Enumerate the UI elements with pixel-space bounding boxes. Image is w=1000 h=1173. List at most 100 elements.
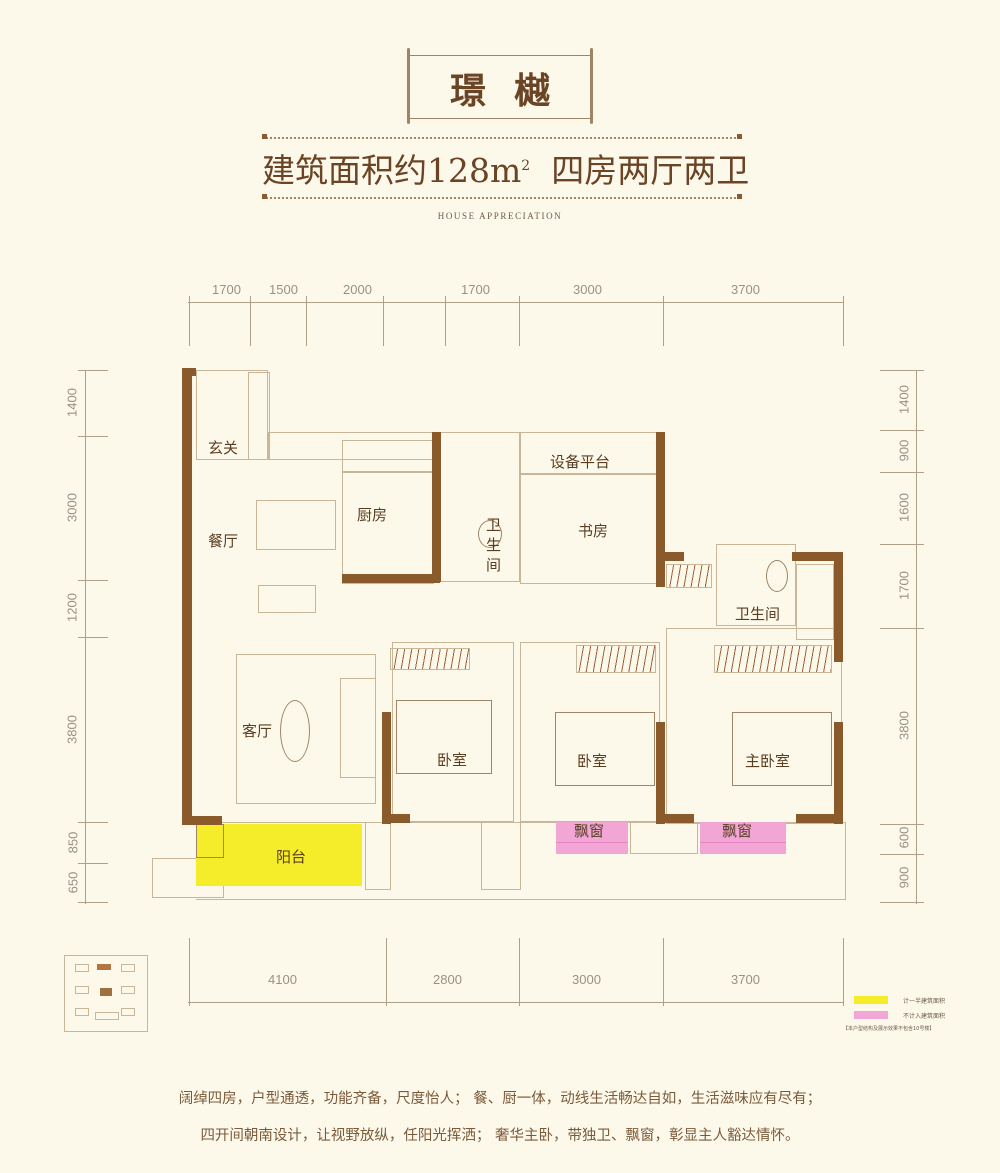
dim-tick-line <box>519 938 520 1006</box>
dim-top-6: 3700 <box>731 282 760 297</box>
divider-bottom-left-dot <box>262 194 267 199</box>
wall-bath2-north <box>792 552 842 561</box>
area-unit-sup: 2 <box>521 158 531 174</box>
right-dimension-line <box>916 370 917 904</box>
dim-tick-line <box>880 544 924 545</box>
dim-left-1: 1400 <box>64 388 80 417</box>
ac-unit-3 <box>630 822 698 854</box>
dim-top-4: 1700 <box>461 282 490 297</box>
room-label-bay-window-2: 飘窗 <box>722 822 753 840</box>
bathtub <box>796 564 834 640</box>
legend-swatch-excluded <box>854 1011 888 1019</box>
wall-bedroom2-east <box>656 722 665 824</box>
wall-kitchen-east <box>432 432 441 582</box>
wall-bath2-east <box>834 552 843 662</box>
south-balcony-strip <box>196 822 846 900</box>
dim-tick-line <box>189 938 190 1006</box>
dim-top-3: 2000 <box>343 282 372 297</box>
bay-window-2-area <box>700 822 786 854</box>
key-plan-unit <box>121 986 135 994</box>
dim-tick-line <box>78 436 108 437</box>
wall-bedroom1-west <box>382 712 391 824</box>
divider-top-left-dot <box>262 134 267 139</box>
room-label-bedroom1: 卧室 <box>437 751 468 769</box>
dim-tick-line <box>189 296 190 346</box>
dim-top-5: 3000 <box>573 282 602 297</box>
dim-tick-line <box>843 938 844 1006</box>
wall-bedroom1-south <box>382 814 410 823</box>
sofa <box>340 678 376 778</box>
dim-tick-line <box>843 296 844 346</box>
wall-master-east <box>834 722 843 824</box>
dim-right-5: 3800 <box>896 711 912 740</box>
wall-west <box>182 368 192 823</box>
dim-bottom-3: 3000 <box>572 972 601 987</box>
dim-tick-line <box>880 472 924 473</box>
dim-left-4: 3800 <box>64 715 80 744</box>
wall-west-cap <box>182 368 196 376</box>
room-label-bedroom2: 卧室 <box>577 752 608 770</box>
dim-bottom-1: 4100 <box>268 972 297 987</box>
key-plan-unit <box>97 964 111 970</box>
room-label-kitchen: 厨房 <box>357 506 388 524</box>
divider-top-right-dot <box>737 134 742 139</box>
dim-tick-line <box>880 824 924 825</box>
room-label-bay-window-1: 飘窗 <box>574 822 605 840</box>
dim-tick-line <box>880 902 924 903</box>
dim-right-2: 900 <box>896 439 912 462</box>
key-plan-unit <box>121 1008 135 1016</box>
tagline: HOUSE APPRECIATION <box>437 211 563 221</box>
wardrobe-hall <box>666 564 712 588</box>
wall-hall-north <box>656 552 684 561</box>
room-label-entrance: 玄关 <box>208 439 239 457</box>
kitchen-outline <box>342 472 434 584</box>
dim-bottom-2: 2800 <box>433 972 462 987</box>
wall-kitchen-south <box>342 574 440 583</box>
room-label-bathroom2: 卫生间 <box>735 605 781 623</box>
dim-tick-line <box>78 580 108 581</box>
wardrobe-bedroom1 <box>390 648 470 670</box>
bedroom1-outline <box>392 642 514 822</box>
dining-table <box>258 585 316 613</box>
top-dimension-line <box>188 302 844 303</box>
dim-right-1: 1400 <box>896 385 912 414</box>
dim-tick-line <box>880 628 924 629</box>
dim-right-4: 1700 <box>896 571 912 600</box>
bed1 <box>396 700 492 774</box>
dim-tick-line <box>78 902 108 903</box>
dim-tick-line <box>78 637 108 638</box>
project-title: 璟樾 <box>449 70 578 112</box>
dim-tick-line <box>880 430 924 431</box>
dining-table-set <box>256 500 336 550</box>
entrance-closet <box>248 372 270 460</box>
dim-left-6: 650 <box>65 871 81 894</box>
dim-tick-line <box>880 370 924 371</box>
dim-tick-line <box>519 296 520 346</box>
dim-tick-line <box>383 296 384 346</box>
entrance-door-area <box>196 370 268 460</box>
area-text: 建筑面积约128m <box>262 151 522 190</box>
dim-right-6: 600 <box>896 826 912 849</box>
wardrobe-master <box>714 645 832 673</box>
dim-tick-line <box>250 296 251 346</box>
dim-right-7: 900 <box>896 866 912 889</box>
wall-master-south <box>796 814 843 823</box>
dim-bottom-4: 3700 <box>731 972 760 987</box>
key-plan-unit <box>75 986 89 994</box>
toilet1 <box>478 520 502 548</box>
bathroom2-outline <box>716 544 796 626</box>
dim-top-2: 1500 <box>269 282 298 297</box>
coffee-table <box>280 700 310 762</box>
room-label-dining: 餐厅 <box>208 532 239 550</box>
wardrobe-bedroom2 <box>576 645 656 673</box>
wall-study-east <box>656 432 665 587</box>
dim-left-3: 1200 <box>64 593 80 622</box>
dim-tick-line <box>663 938 664 1006</box>
dim-tick-line <box>663 296 664 346</box>
kitchen-counter <box>342 440 434 472</box>
ac-unit-2 <box>481 822 521 890</box>
dim-tick-line <box>78 822 108 823</box>
key-plan-unit <box>75 964 89 972</box>
master-bed <box>732 712 832 786</box>
room-label-bathroom1: 卫生间 <box>486 516 502 574</box>
